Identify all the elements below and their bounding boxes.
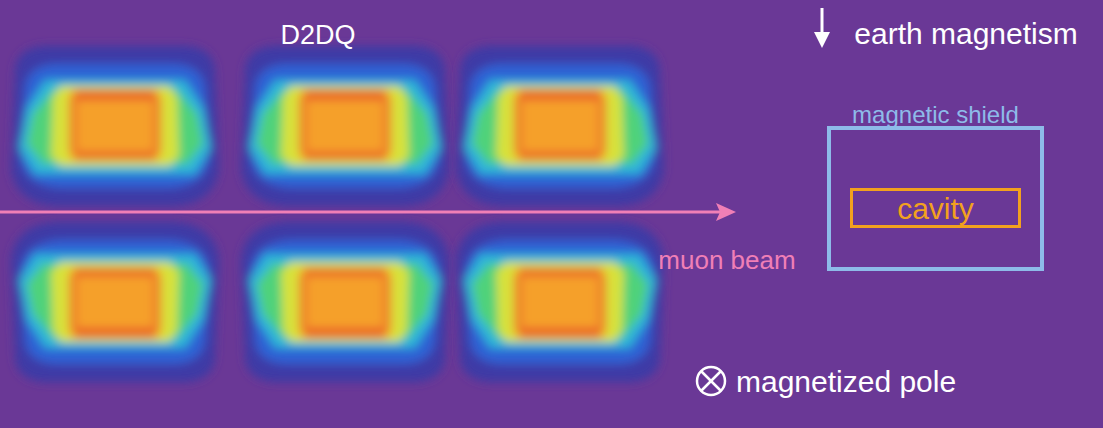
into-page-symbol	[697, 367, 725, 395]
part-name: D2DQ	[280, 21, 355, 51]
magnet-pole	[11, 46, 664, 382]
beam-label: muon beam	[658, 246, 795, 275]
field-arrow	[814, 8, 830, 48]
beam-arrow	[0, 203, 736, 221]
cavity-box: cavity	[850, 188, 1021, 228]
shield-box: magnetic shieldcavity	[827, 126, 1044, 271]
box-heading: magnetic shield	[852, 102, 1019, 128]
field-label: earth magnetism	[854, 17, 1077, 50]
pole-label: magnetized pole	[736, 365, 956, 398]
box-label: cavity	[897, 192, 974, 225]
